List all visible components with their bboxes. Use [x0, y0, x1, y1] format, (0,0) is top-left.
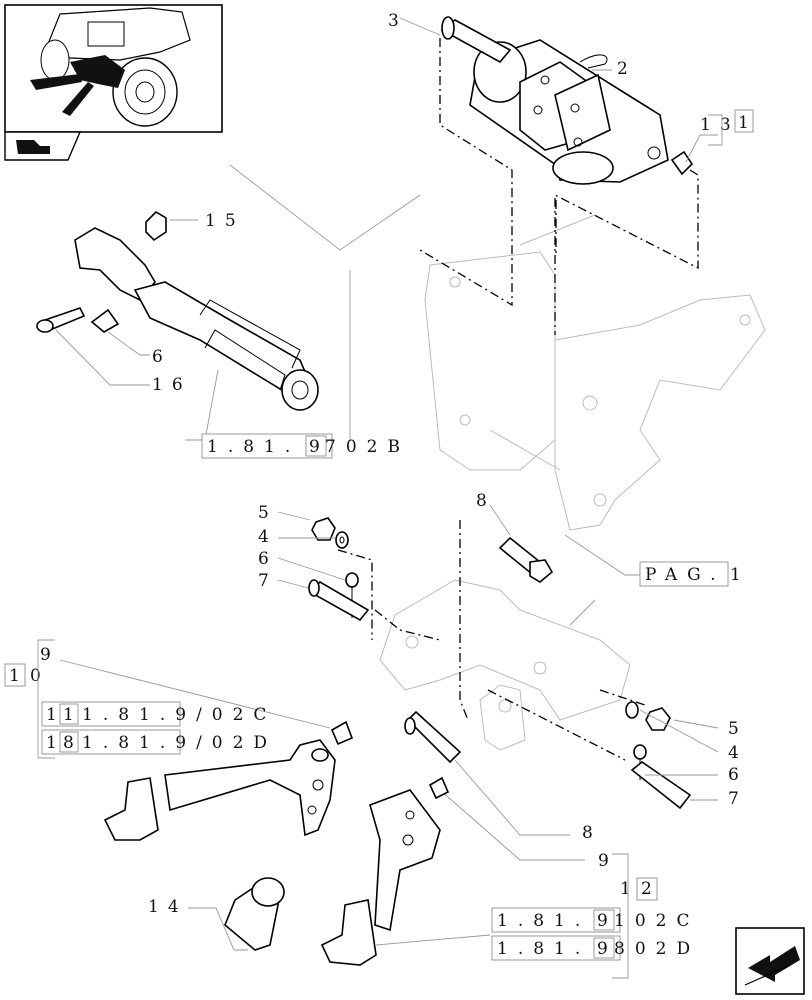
callout-8-top: 8 — [476, 491, 496, 511]
callout-9-bottom: 9 — [598, 851, 618, 871]
callout-7-left: 7 — [258, 571, 278, 591]
svg-text:702B: 702B — [325, 437, 410, 457]
svg-text:8: 8 — [63, 733, 84, 753]
callout-12-boxed-digit: 2 — [641, 879, 661, 899]
lower-bracket-right — [369, 789, 441, 932]
pin-8-bottom — [404, 710, 462, 764]
reference-1-81-9-802D[interactable]: 1.81. 9 802D — [491, 935, 700, 961]
reference-PAG-1[interactable]: PAG. 1 — [639, 561, 751, 587]
clip-2 — [579, 54, 608, 69]
hook-right — [320, 899, 377, 966]
callout-4-left: 4 — [258, 527, 278, 547]
lower-link-assembly-ghost — [379, 579, 631, 751]
svg-text:1.81.: 1.81. — [497, 911, 590, 931]
reference-1-81-9-102C[interactable]: 1.81. 9 102C — [491, 907, 699, 933]
callout-5-right: 5 — [728, 719, 748, 739]
hook-14 — [224, 877, 285, 951]
top-link-bracket — [469, 39, 669, 185]
callout-14: 14 — [148, 897, 188, 917]
pin-3 — [440, 16, 512, 64]
callout-5-left: 5 — [258, 503, 278, 523]
callout-12-digit: 1 — [620, 879, 640, 899]
callout-13-box — [734, 109, 754, 133]
screw-9-right — [428, 776, 450, 800]
bushing-15 — [145, 210, 167, 242]
callout-8-bottom: 8 — [582, 823, 602, 843]
pin-16 — [36, 307, 86, 333]
screw-9-left — [330, 720, 354, 746]
callout-10-boxed-digit: 1 — [9, 666, 29, 686]
svg-text:1.81.: 1.81. — [497, 939, 590, 959]
top-link-15 — [74, 227, 319, 411]
washer-4-right — [625, 701, 639, 719]
svg-text:9: 9 — [597, 911, 618, 931]
callout-6-left: 6 — [258, 549, 278, 569]
svg-text:1: 1 — [46, 705, 67, 725]
nut-5-left — [311, 517, 336, 541]
callout-4-right: 4 — [728, 743, 748, 763]
callout-13: 13 — [700, 115, 740, 135]
next-page-arrow-icon[interactable] — [735, 927, 805, 995]
pin-7-left — [308, 579, 370, 622]
catalog-book-icon[interactable] — [4, 131, 82, 161]
svg-text:9: 9 — [309, 437, 330, 457]
svg-text:PAG.: PAG. — [645, 565, 726, 585]
svg-text:1.81.9/02D: 1.81.9/02D — [82, 733, 277, 753]
callout-9-left: 9 — [40, 645, 60, 665]
reference-1-81-9-02C-left[interactable]: 1 1 1.81.9/02C — [41, 701, 276, 727]
clip-6 — [90, 308, 120, 333]
svg-text:1: 1 — [730, 565, 751, 585]
svg-text:102C: 102C — [614, 911, 699, 931]
callout-12-box — [636, 877, 658, 901]
svg-text:1.81.: 1.81. — [207, 437, 300, 457]
tractor-rear-thumbnail[interactable] — [4, 4, 223, 133]
reference-1-81-9-702B[interactable]: 1.81. 9 702B — [201, 433, 410, 459]
callout-2: 2 — [617, 59, 637, 79]
pin-7-right — [630, 761, 692, 810]
callout-10-digit: 0 — [30, 666, 50, 686]
callout-6-top: 6 — [152, 347, 172, 367]
svg-text:802D: 802D — [614, 939, 700, 959]
lower-bracket-left — [164, 739, 336, 837]
svg-text:1: 1 — [46, 733, 67, 753]
svg-text:1.81.9/02C: 1.81.9/02C — [82, 705, 276, 725]
svg-text:1: 1 — [63, 705, 84, 725]
callout-6-right: 6 — [728, 765, 748, 785]
svg-text:9: 9 — [597, 939, 618, 959]
hook-left — [103, 777, 159, 841]
reference-1-81-9-02D-left[interactable]: 1 8 1.81.9/02D — [41, 729, 277, 755]
callout-10-box — [4, 663, 26, 687]
callout-3: 3 — [388, 11, 408, 31]
callout-13-boxed-digit: 1 — [738, 113, 758, 133]
washer-4-left — [335, 531, 349, 549]
callout-7-right: 7 — [728, 789, 748, 809]
bushing-13 — [670, 150, 694, 176]
nut-5-right — [645, 707, 671, 731]
mounting-bracket-ghost — [424, 214, 766, 531]
pin-8-top — [498, 536, 554, 583]
callout-15: 15 — [205, 211, 245, 231]
callout-16: 16 — [152, 375, 192, 395]
